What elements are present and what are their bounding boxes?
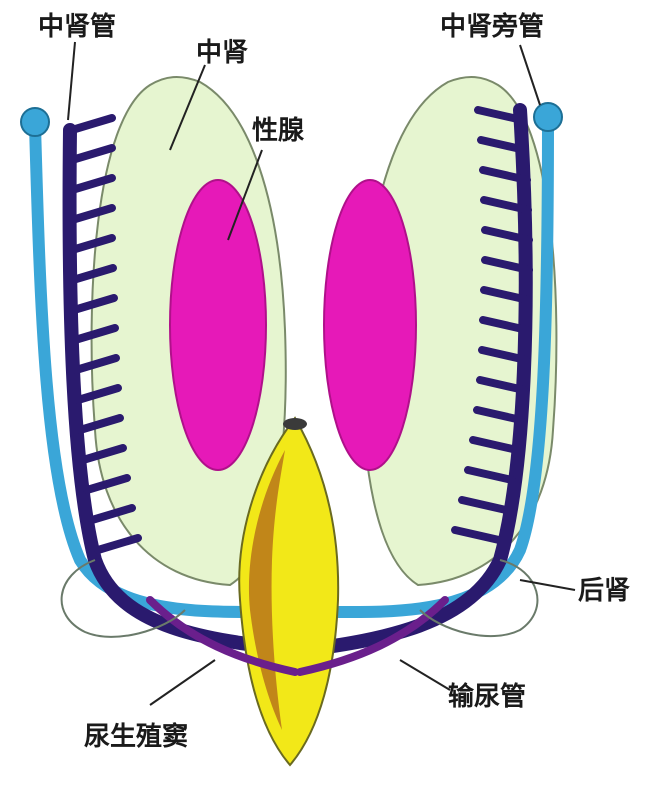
duct-funnel-right bbox=[534, 103, 562, 131]
gonad-left bbox=[170, 180, 266, 470]
label-mesonephros: 中肾 bbox=[196, 40, 248, 66]
duct-funnel-left bbox=[21, 108, 49, 136]
label-paramesonephric-duct: 中肾旁管 bbox=[440, 14, 544, 40]
gonad-right bbox=[324, 180, 416, 470]
label-ureter: 输尿管 bbox=[448, 684, 526, 710]
label-mesonephric-duct: 中肾管 bbox=[38, 14, 116, 40]
label-gonad: 性腺 bbox=[252, 118, 304, 144]
label-urogenital-sinus: 尿生殖窦 bbox=[84, 724, 188, 750]
sinus-top bbox=[283, 418, 307, 430]
label-metanephros: 后肾 bbox=[578, 578, 630, 604]
